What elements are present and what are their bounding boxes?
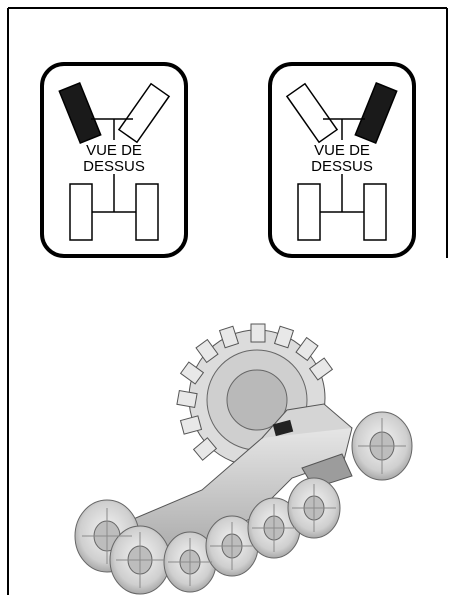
wheel-assembly-illustration xyxy=(74,323,413,595)
top-view-card-right: VUE DE DESSUS xyxy=(268,62,416,258)
card-label-line1: VUE DE xyxy=(314,142,370,159)
right-wheel-turn-icon xyxy=(268,62,416,258)
card-label-line2: DESSUS xyxy=(83,158,145,175)
top-view-card-left: VUE DE DESSUS xyxy=(40,62,188,258)
card-label-line1: VUE DE xyxy=(86,142,142,159)
card-label-line2: DESSUS xyxy=(311,158,373,175)
left-wheel-turn-icon xyxy=(40,62,188,258)
